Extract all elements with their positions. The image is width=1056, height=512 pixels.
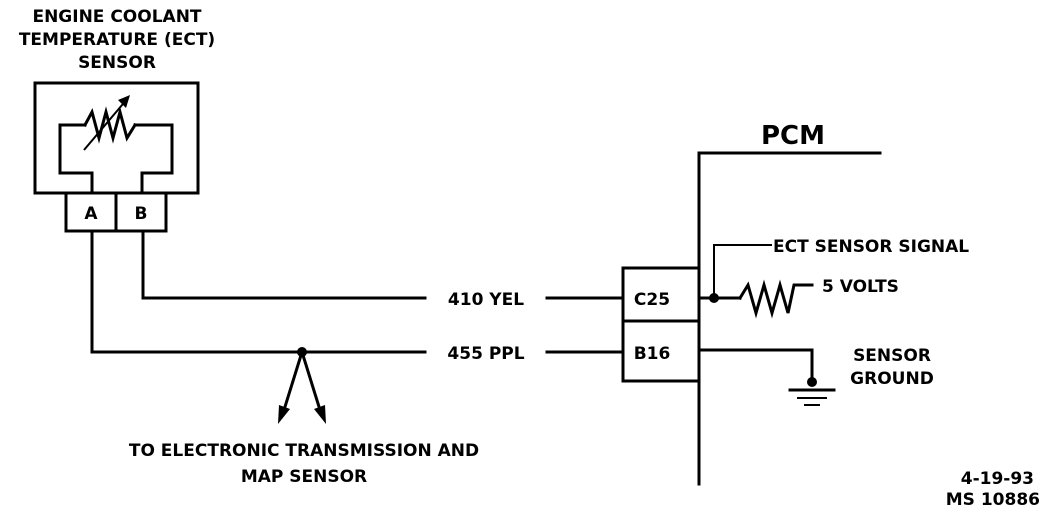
sensor-pin-a-label: A — [84, 204, 98, 224]
five-volts-label: 5 VOLTS — [822, 277, 899, 297]
sensor-ground-label-line1: SENSOR — [853, 346, 931, 366]
wire-455-ppl-label: 455 PPL — [447, 344, 524, 364]
ect-signal-label: ECT SENSOR SIGNAL — [773, 237, 969, 257]
pcm-boundary — [697, 151, 882, 486]
ect-signal-leader — [713, 244, 772, 294]
pcm-pin-b16-label: B16 — [634, 344, 671, 364]
sensor-pin-b-box — [114, 191, 168, 233]
sensor-title-line1: ENGINE COOLANT — [32, 7, 201, 27]
footer-code: MS 10886 — [946, 490, 1040, 510]
pcm-title: PCM — [761, 121, 825, 151]
pcm-pin-c25-label: C25 — [634, 290, 670, 310]
note-line2: MAP SENSOR — [241, 467, 367, 487]
b16-ground-wire — [697, 348, 814, 384]
thermistor-icon — [82, 106, 138, 144]
wire-455-ppl-left — [90, 229, 427, 354]
signal-node-dot — [709, 293, 719, 303]
wire-410-yel-left — [141, 229, 427, 300]
branch-arrow-left-icon — [278, 405, 290, 424]
wire-410-yel-label: 410 YEL — [448, 290, 524, 310]
sensor-ground-label-line2: GROUND — [850, 369, 934, 389]
sensor-title-line3: SENSOR — [78, 53, 156, 73]
note-line1: TO ELECTRONIC TRANSMISSION AND — [129, 441, 479, 461]
pullup-resistor-icon — [737, 279, 814, 319]
sensor-internal-loop — [58, 123, 174, 195]
sensor-title-line2: TEMPERATURE (ECT) — [19, 30, 215, 50]
branch-line-right — [300, 350, 322, 412]
branch-line-left — [282, 350, 304, 412]
ground-node-dot — [807, 377, 817, 387]
footer-date: 4-19-93 — [961, 469, 1034, 489]
branch-arrow-right-icon — [314, 405, 326, 424]
variable-arrow-line — [83, 97, 129, 151]
pcm-pin-c25-box — [621, 266, 701, 323]
variable-arrow-head-icon — [118, 95, 130, 108]
sensor-pin-b-label: B — [135, 204, 148, 224]
